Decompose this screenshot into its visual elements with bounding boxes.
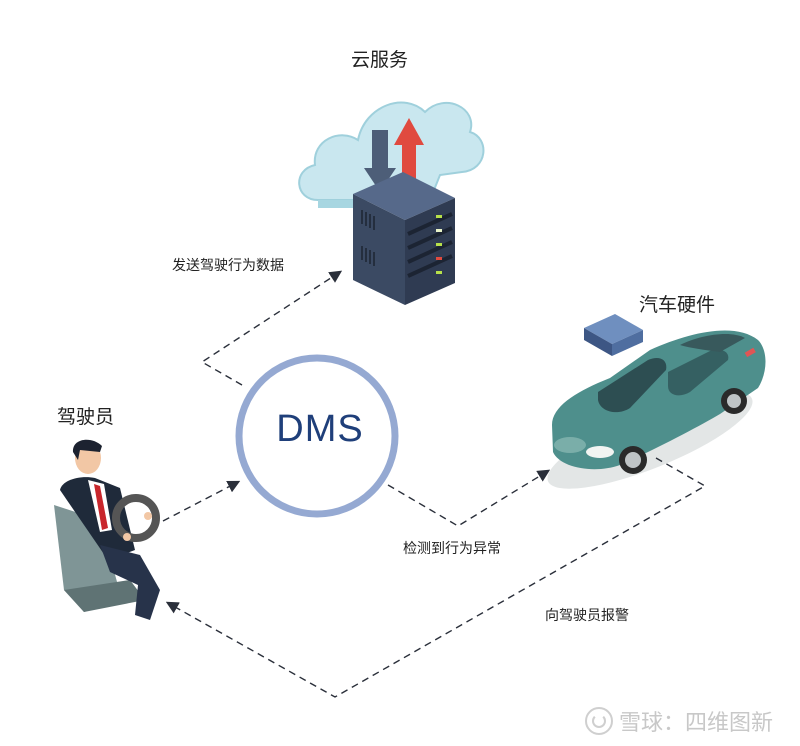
- edge-label-detect-anomaly: 检测到行为异常: [403, 541, 501, 557]
- watermark-text: 雪球：四维图新: [619, 711, 774, 736]
- watermark: 雪球：四维图新: [585, 705, 773, 737]
- car-hardware-label: 汽车硬件: [639, 294, 716, 316]
- edge-car-to-driver: [165, 457, 707, 698]
- edge-label-send-data: 发送驾驶行为数据: [172, 258, 284, 274]
- hardware-box-icon: [584, 314, 643, 356]
- sync-arrows-icon: [364, 118, 424, 192]
- cloud-service-label: 云服务: [351, 49, 409, 71]
- dms-label: DMS: [276, 408, 364, 450]
- server-icon: [353, 172, 455, 305]
- driver-icon: [54, 439, 160, 620]
- edge-dms-to-cloud: [200, 270, 343, 386]
- dms-ring: [235, 354, 399, 518]
- driver-label: 驾驶员: [57, 406, 115, 428]
- cloud-icon: [298, 101, 485, 208]
- edge-driver-to-dms: [162, 480, 241, 522]
- connectors: [162, 270, 707, 698]
- edge-label-alert-driver: 向驾驶员报警: [545, 608, 629, 624]
- car-icon: [547, 330, 766, 489]
- edge-dms-to-car: [387, 469, 551, 527]
- snowball-logo-icon: [585, 707, 613, 735]
